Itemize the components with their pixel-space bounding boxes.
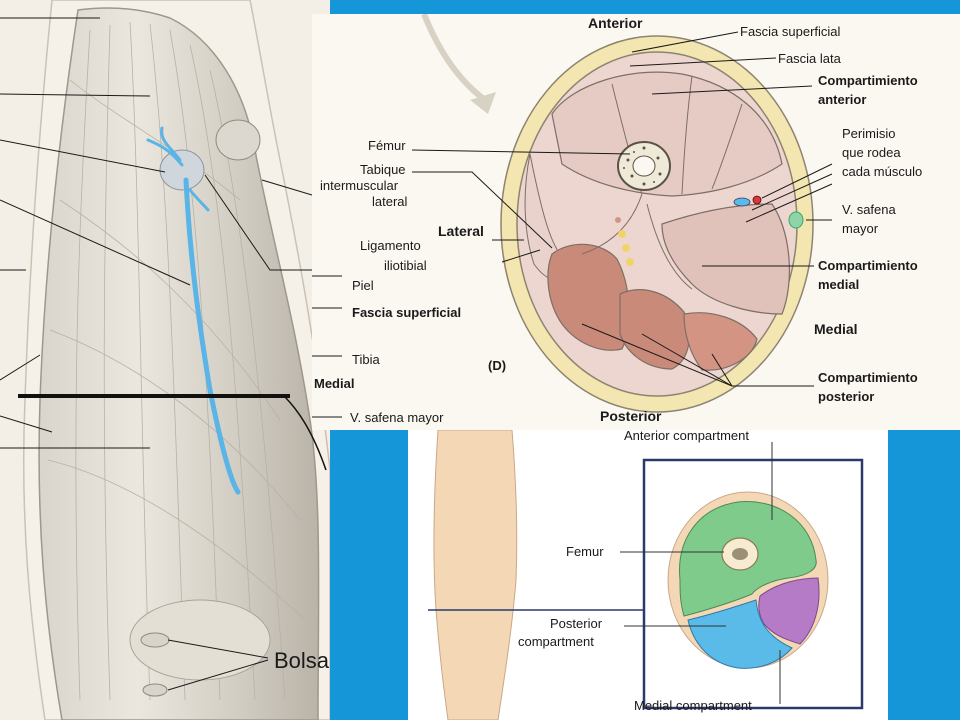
nerve-2 bbox=[622, 244, 630, 252]
section-arrow-head bbox=[470, 92, 496, 114]
femur-text: Femur bbox=[566, 544, 604, 559]
bursa-upper bbox=[140, 632, 170, 648]
posterior-muscle-1 bbox=[547, 243, 630, 351]
lateral-label: Lateral bbox=[438, 223, 484, 239]
bursa-lower bbox=[142, 683, 168, 697]
thigh-muscles bbox=[38, 7, 320, 720]
posterior-muscle-3 bbox=[683, 312, 758, 371]
muscle-fibers bbox=[47, 21, 306, 701]
anterior-compartment-muscles bbox=[551, 71, 783, 197]
anterior-compartment-label-2: anterior bbox=[818, 92, 866, 107]
cut-line-extension bbox=[283, 395, 327, 471]
thigh-leader-lines bbox=[0, 17, 313, 691]
posterior-compartment-text-1: Posterior bbox=[550, 616, 603, 631]
iliotibial-label-2: iliotibial bbox=[384, 258, 427, 273]
skin-legend: Piel bbox=[352, 278, 374, 293]
cross-section-leader-lines bbox=[312, 31, 833, 418]
femoral-vein bbox=[733, 197, 751, 207]
saphenous-vein-section bbox=[788, 211, 804, 229]
femoral-artery bbox=[752, 195, 762, 205]
posterior-label: Posterior bbox=[600, 408, 662, 424]
thigh-illustration: Bolsa bbox=[0, 0, 330, 720]
anterior-compartment-text: Anterior compartment bbox=[624, 430, 749, 443]
cross-section-diagram: Anterior Posterior Lateral Medial (D) Fa… bbox=[312, 14, 922, 425]
saphenous-legend: V. safena mayor bbox=[350, 410, 444, 425]
anterior-compartment-label-1: Compartimiento bbox=[818, 73, 918, 88]
iliotibial-label-1: Ligamento bbox=[360, 238, 421, 253]
perimysium-label-2: que rodea bbox=[842, 145, 901, 160]
septum-label-2: intermuscular bbox=[320, 178, 399, 193]
saphenous-opening bbox=[159, 149, 205, 191]
fascia-superficial-label: Fascia superficial bbox=[740, 24, 841, 39]
section-arrow bbox=[421, 14, 490, 105]
figure-letter: (D) bbox=[488, 358, 506, 373]
posterior-muscle-2 bbox=[619, 289, 690, 370]
simple-leader-lines bbox=[620, 442, 781, 704]
leg-silhouette bbox=[433, 430, 518, 720]
vein-tributaries bbox=[146, 126, 210, 212]
medial-compartment-label-1: Compartimiento bbox=[818, 258, 918, 273]
section-frame bbox=[642, 458, 864, 710]
superficial-fascia-legend: Fascia superficial bbox=[352, 305, 461, 320]
bursa-label: Bolsa bbox=[274, 648, 330, 673]
nerve-3 bbox=[626, 258, 634, 266]
fascia-lata-label: Fascia lata bbox=[778, 51, 842, 66]
nerve-1 bbox=[618, 230, 626, 238]
saphenous-label-2: mayor bbox=[842, 221, 879, 236]
simple-compartment-panel: Anterior compartment Femur Posterior com… bbox=[408, 430, 888, 720]
simple-compartment-diagram: Anterior compartment Femur Posterior com… bbox=[428, 430, 864, 720]
thigh-illustration-panel: Bolsa bbox=[0, 0, 330, 720]
medial-compartment-shape bbox=[758, 577, 820, 645]
medial-label: Medial bbox=[814, 321, 858, 337]
anterior-label: Anterior bbox=[588, 15, 643, 31]
septum-label-1: Tabique bbox=[360, 162, 406, 177]
vessel-small bbox=[615, 217, 621, 223]
lymph-node bbox=[215, 119, 261, 161]
perimysium-label-3: cada músculo bbox=[842, 164, 922, 179]
posterior-compartment-text-2: compartment bbox=[518, 634, 594, 649]
posterior-compartment-label-2: posterior bbox=[818, 389, 874, 404]
femur-label: Fémur bbox=[368, 138, 406, 153]
posterior-compartment-label-1: Compartimiento bbox=[818, 370, 918, 385]
medial-compartment-muscles bbox=[661, 203, 790, 315]
saphenous-label-1: V. safena bbox=[842, 202, 897, 217]
posterior-compartment-shape bbox=[687, 599, 793, 669]
medial-compartment-label-2: medial bbox=[818, 277, 859, 292]
medial-compartment-text: Medial compartment bbox=[634, 698, 752, 713]
femur-trabeculae bbox=[623, 146, 662, 186]
tibia-legend: Tibia bbox=[352, 352, 380, 367]
femur-marrow bbox=[632, 155, 656, 177]
saphenous-vein bbox=[183, 177, 241, 495]
perimysium-label-1: Perimisio bbox=[842, 126, 895, 141]
cross-section-panel: Anterior Posterior Lateral Medial (D) Fa… bbox=[312, 14, 960, 430]
medial-legend: Medial bbox=[314, 376, 354, 391]
septum-label-3: lateral bbox=[372, 194, 408, 209]
femur-marrow-simple bbox=[732, 548, 748, 560]
